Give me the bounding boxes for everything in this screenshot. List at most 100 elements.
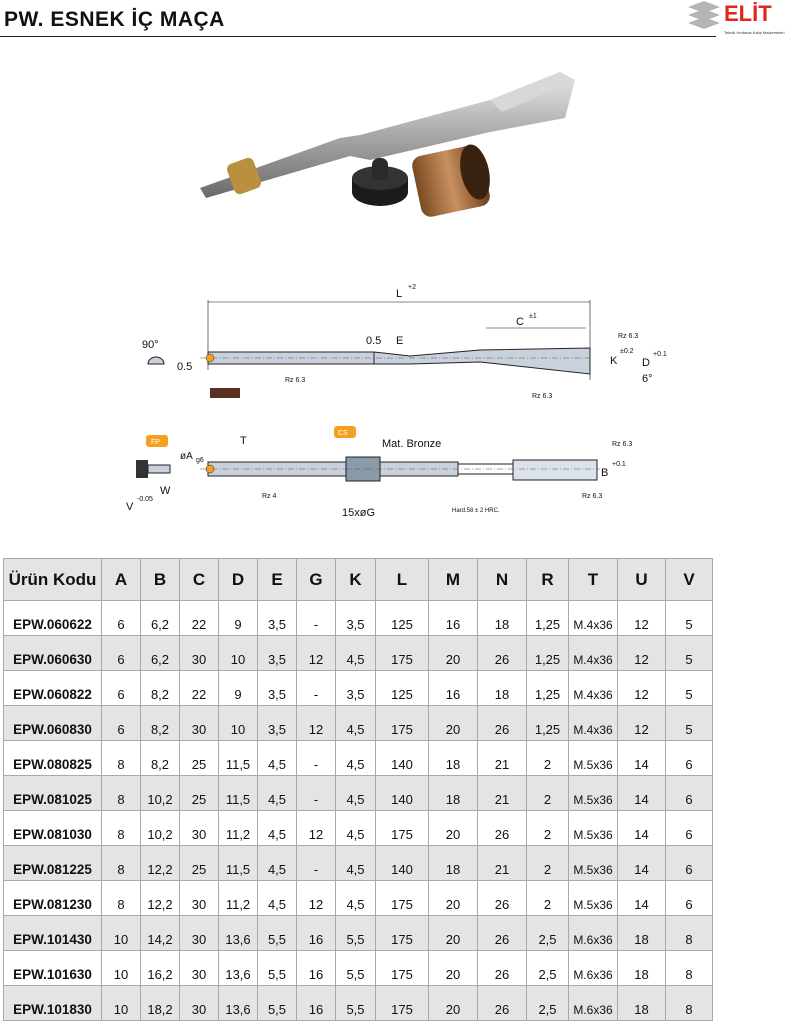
table-cell: M.5x36 [568, 845, 618, 881]
table-cell: 20 [428, 950, 478, 986]
dim-w: W [160, 485, 171, 497]
table-cell: 6 [665, 880, 713, 916]
column-header: E [257, 558, 297, 601]
product-code-cell: EPW.060822 [3, 670, 102, 706]
table-cell: 5 [665, 670, 713, 706]
table-cell: M.5x36 [568, 740, 618, 776]
table-cell: - [296, 740, 336, 776]
table-cell: 12 [617, 600, 666, 636]
product-code-cell: EPW.081230 [3, 880, 102, 916]
table-cell: 6 [665, 775, 713, 811]
rz-label: Rz 6.3 [532, 393, 552, 400]
table-cell: - [296, 775, 336, 811]
table-cell: 3,5 [257, 635, 297, 671]
table-cell: 30 [179, 705, 219, 741]
table-cell: 22 [179, 670, 219, 706]
column-header: R [526, 558, 569, 601]
table-cell: M.5x36 [568, 775, 618, 811]
table-cell: 12 [617, 635, 666, 671]
dim-05: 0.5 [366, 335, 381, 347]
table-cell: 4,5 [335, 705, 376, 741]
table-cell: M.4x36 [568, 635, 618, 671]
table-cell: 21 [477, 775, 527, 811]
table-cell: 6 [665, 810, 713, 846]
table-cell: 14 [617, 845, 666, 881]
table-cell: 13,6 [218, 950, 258, 986]
title-divider [0, 36, 716, 37]
table-cell: 5 [665, 705, 713, 741]
table-cell: 8,2 [140, 670, 180, 706]
table-cell: 3,5 [257, 670, 297, 706]
table-cell: 20 [428, 985, 478, 1021]
page-title: PW. ESNEK İÇ MAÇA [4, 8, 225, 31]
table-cell: 175 [375, 950, 429, 986]
rz-label: Rz 6.3 [582, 493, 602, 500]
dim-05-left: 0.5 [177, 361, 192, 373]
table-cell: 4,5 [257, 880, 297, 916]
table-cell: 16 [428, 600, 478, 636]
rz-label: Rz 6.3 [618, 333, 638, 340]
table-cell: 3,5 [335, 600, 376, 636]
knurl-icon [210, 388, 240, 398]
table-cell: 18 [617, 985, 666, 1021]
table-cell: 16,2 [140, 950, 180, 986]
table-cell: 9 [218, 600, 258, 636]
table-cell: 12 [296, 880, 336, 916]
table-cell: 16 [428, 670, 478, 706]
table-cell: 10 [218, 635, 258, 671]
table-cell: 18 [428, 775, 478, 811]
table-cell: 8 [101, 845, 141, 881]
product-code-cell: EPW.101630 [3, 950, 102, 986]
table-cell: 175 [375, 635, 429, 671]
dim-c: C [516, 316, 524, 328]
table-cell: - [296, 845, 336, 881]
table-cell: 8 [101, 775, 141, 811]
table-cell: 30 [179, 880, 219, 916]
table-cell: 20 [428, 810, 478, 846]
table-cell: 22 [179, 600, 219, 636]
table-cell: 20 [428, 705, 478, 741]
table-cell: 18 [428, 740, 478, 776]
dim-l-tol: +2 [408, 284, 416, 291]
fp-label: FP [151, 439, 160, 446]
table-cell: 26 [477, 635, 527, 671]
table-cell: 4,5 [335, 740, 376, 776]
table-cell: 2 [526, 880, 569, 916]
table-cell: 8 [101, 880, 141, 916]
table-cell: 4,5 [257, 845, 297, 881]
table-cell: 6 [665, 845, 713, 881]
table-cell: - [296, 670, 336, 706]
column-header: C [179, 558, 219, 601]
product-code-cell: EPW.081030 [3, 810, 102, 846]
table-cell: 11,5 [218, 740, 258, 776]
table-cell: 20 [428, 915, 478, 951]
table-cell: 4,5 [335, 845, 376, 881]
product-code-cell: EPW.060830 [3, 705, 102, 741]
table-cell: 13,6 [218, 915, 258, 951]
table-cell: 5,5 [335, 985, 376, 1021]
table-cell: 10,2 [140, 775, 180, 811]
table-cell: 8 [665, 950, 713, 986]
table-cell: M.6x36 [568, 985, 618, 1021]
table-cell: 4,5 [335, 810, 376, 846]
table-cell: 3,5 [257, 705, 297, 741]
table-cell: 12 [296, 705, 336, 741]
column-header: K [335, 558, 376, 601]
table-cell: 12 [296, 635, 336, 671]
table-cell: 18 [617, 950, 666, 986]
table-cell: 30 [179, 635, 219, 671]
dim-d-tol: +0.1 [653, 351, 667, 358]
table-cell: 6 [101, 600, 141, 636]
column-header: U [617, 558, 666, 601]
table-cell: 11,5 [218, 775, 258, 811]
dim-b: B [601, 467, 608, 479]
table-cell: 10,2 [140, 810, 180, 846]
product-code-cell: EPW.101430 [3, 915, 102, 951]
table-cell: 4,5 [257, 740, 297, 776]
table-cell: 9 [218, 670, 258, 706]
